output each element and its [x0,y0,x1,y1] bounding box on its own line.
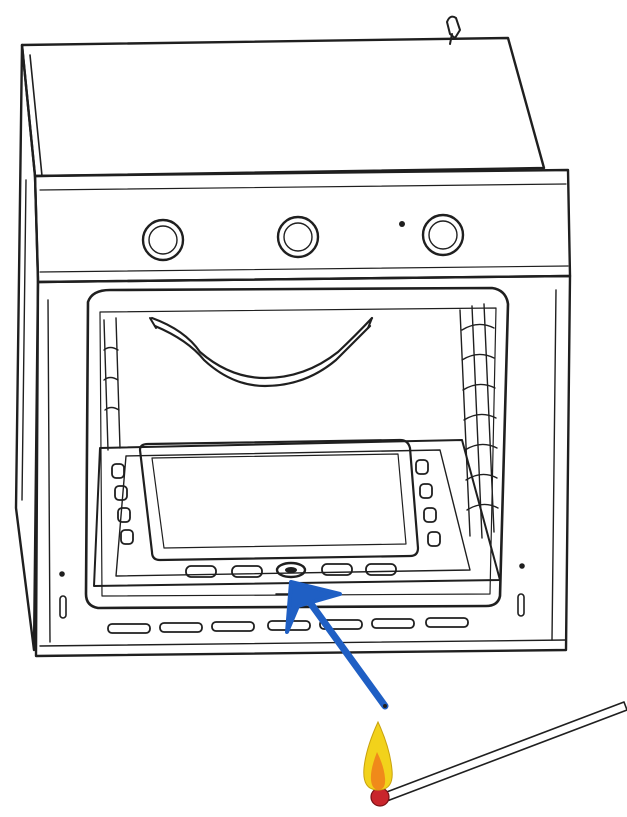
oven-top [22,38,544,176]
match-stick [384,702,627,801]
vent-holes-right [416,460,440,546]
knob-left [143,220,183,260]
match [364,702,627,806]
top-fitting [447,17,460,38]
knob-center [278,217,318,257]
indicator-light [399,221,405,227]
oven-body [16,17,570,656]
knob-right [423,215,463,255]
blue-arrow [287,582,387,708]
match-head [371,788,389,806]
rack-rails-left [104,318,120,450]
oven-left-side [16,45,38,650]
ignition-hole [277,563,305,577]
oven-cavity [86,288,508,608]
oven-handle [152,318,372,378]
